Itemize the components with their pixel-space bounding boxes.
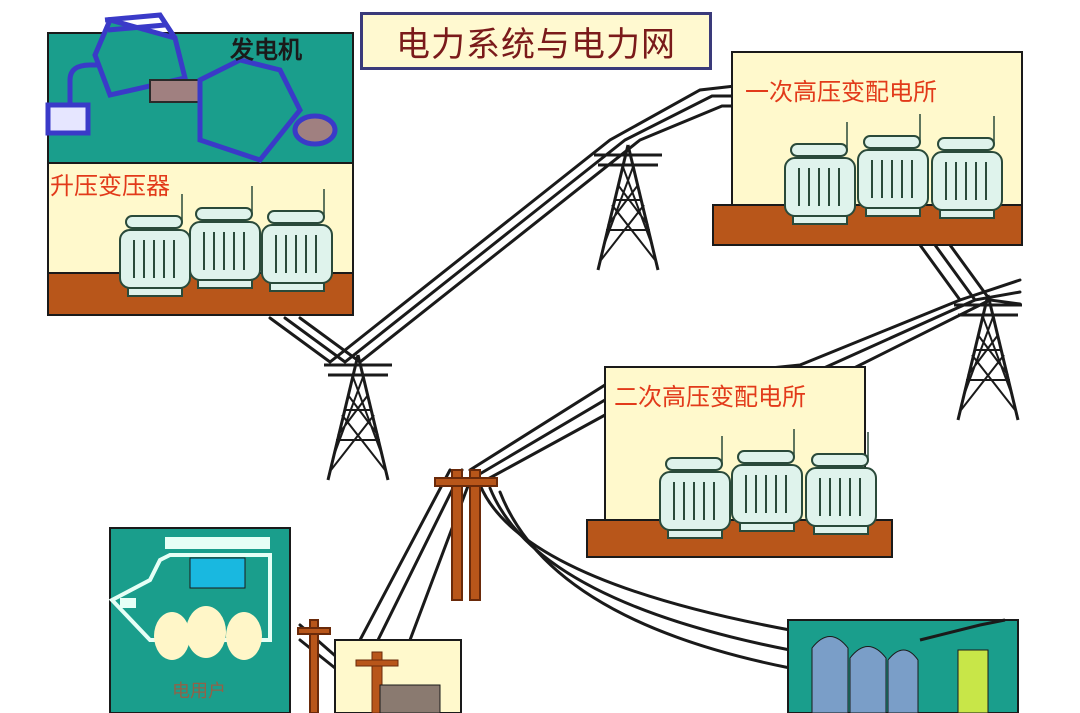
primary-substation [712, 51, 1023, 246]
generator-station [45, 12, 354, 316]
secondary-substation [586, 366, 893, 558]
tower-left [322, 353, 394, 482]
label-primary-substation: 一次高压变配电所 [745, 78, 937, 106]
tower-right [952, 293, 1024, 422]
label-secondary-substation: 二次高压变配电所 [614, 383, 806, 411]
transmission-lines [268, 84, 1022, 674]
page-title: 电力系统与电力网 [360, 12, 712, 70]
distribution-pole [434, 469, 498, 601]
small-pole [297, 619, 331, 713]
tower-middle [592, 143, 664, 272]
factory [787, 618, 1019, 713]
label-user: 电用户 [172, 681, 226, 702]
distribution-box [334, 639, 462, 713]
user-building [108, 527, 291, 713]
generator-icon [45, 12, 338, 163]
label-generator: 发电机 [230, 36, 302, 64]
label-step-up-transformer: 升压变压器 [50, 172, 170, 200]
